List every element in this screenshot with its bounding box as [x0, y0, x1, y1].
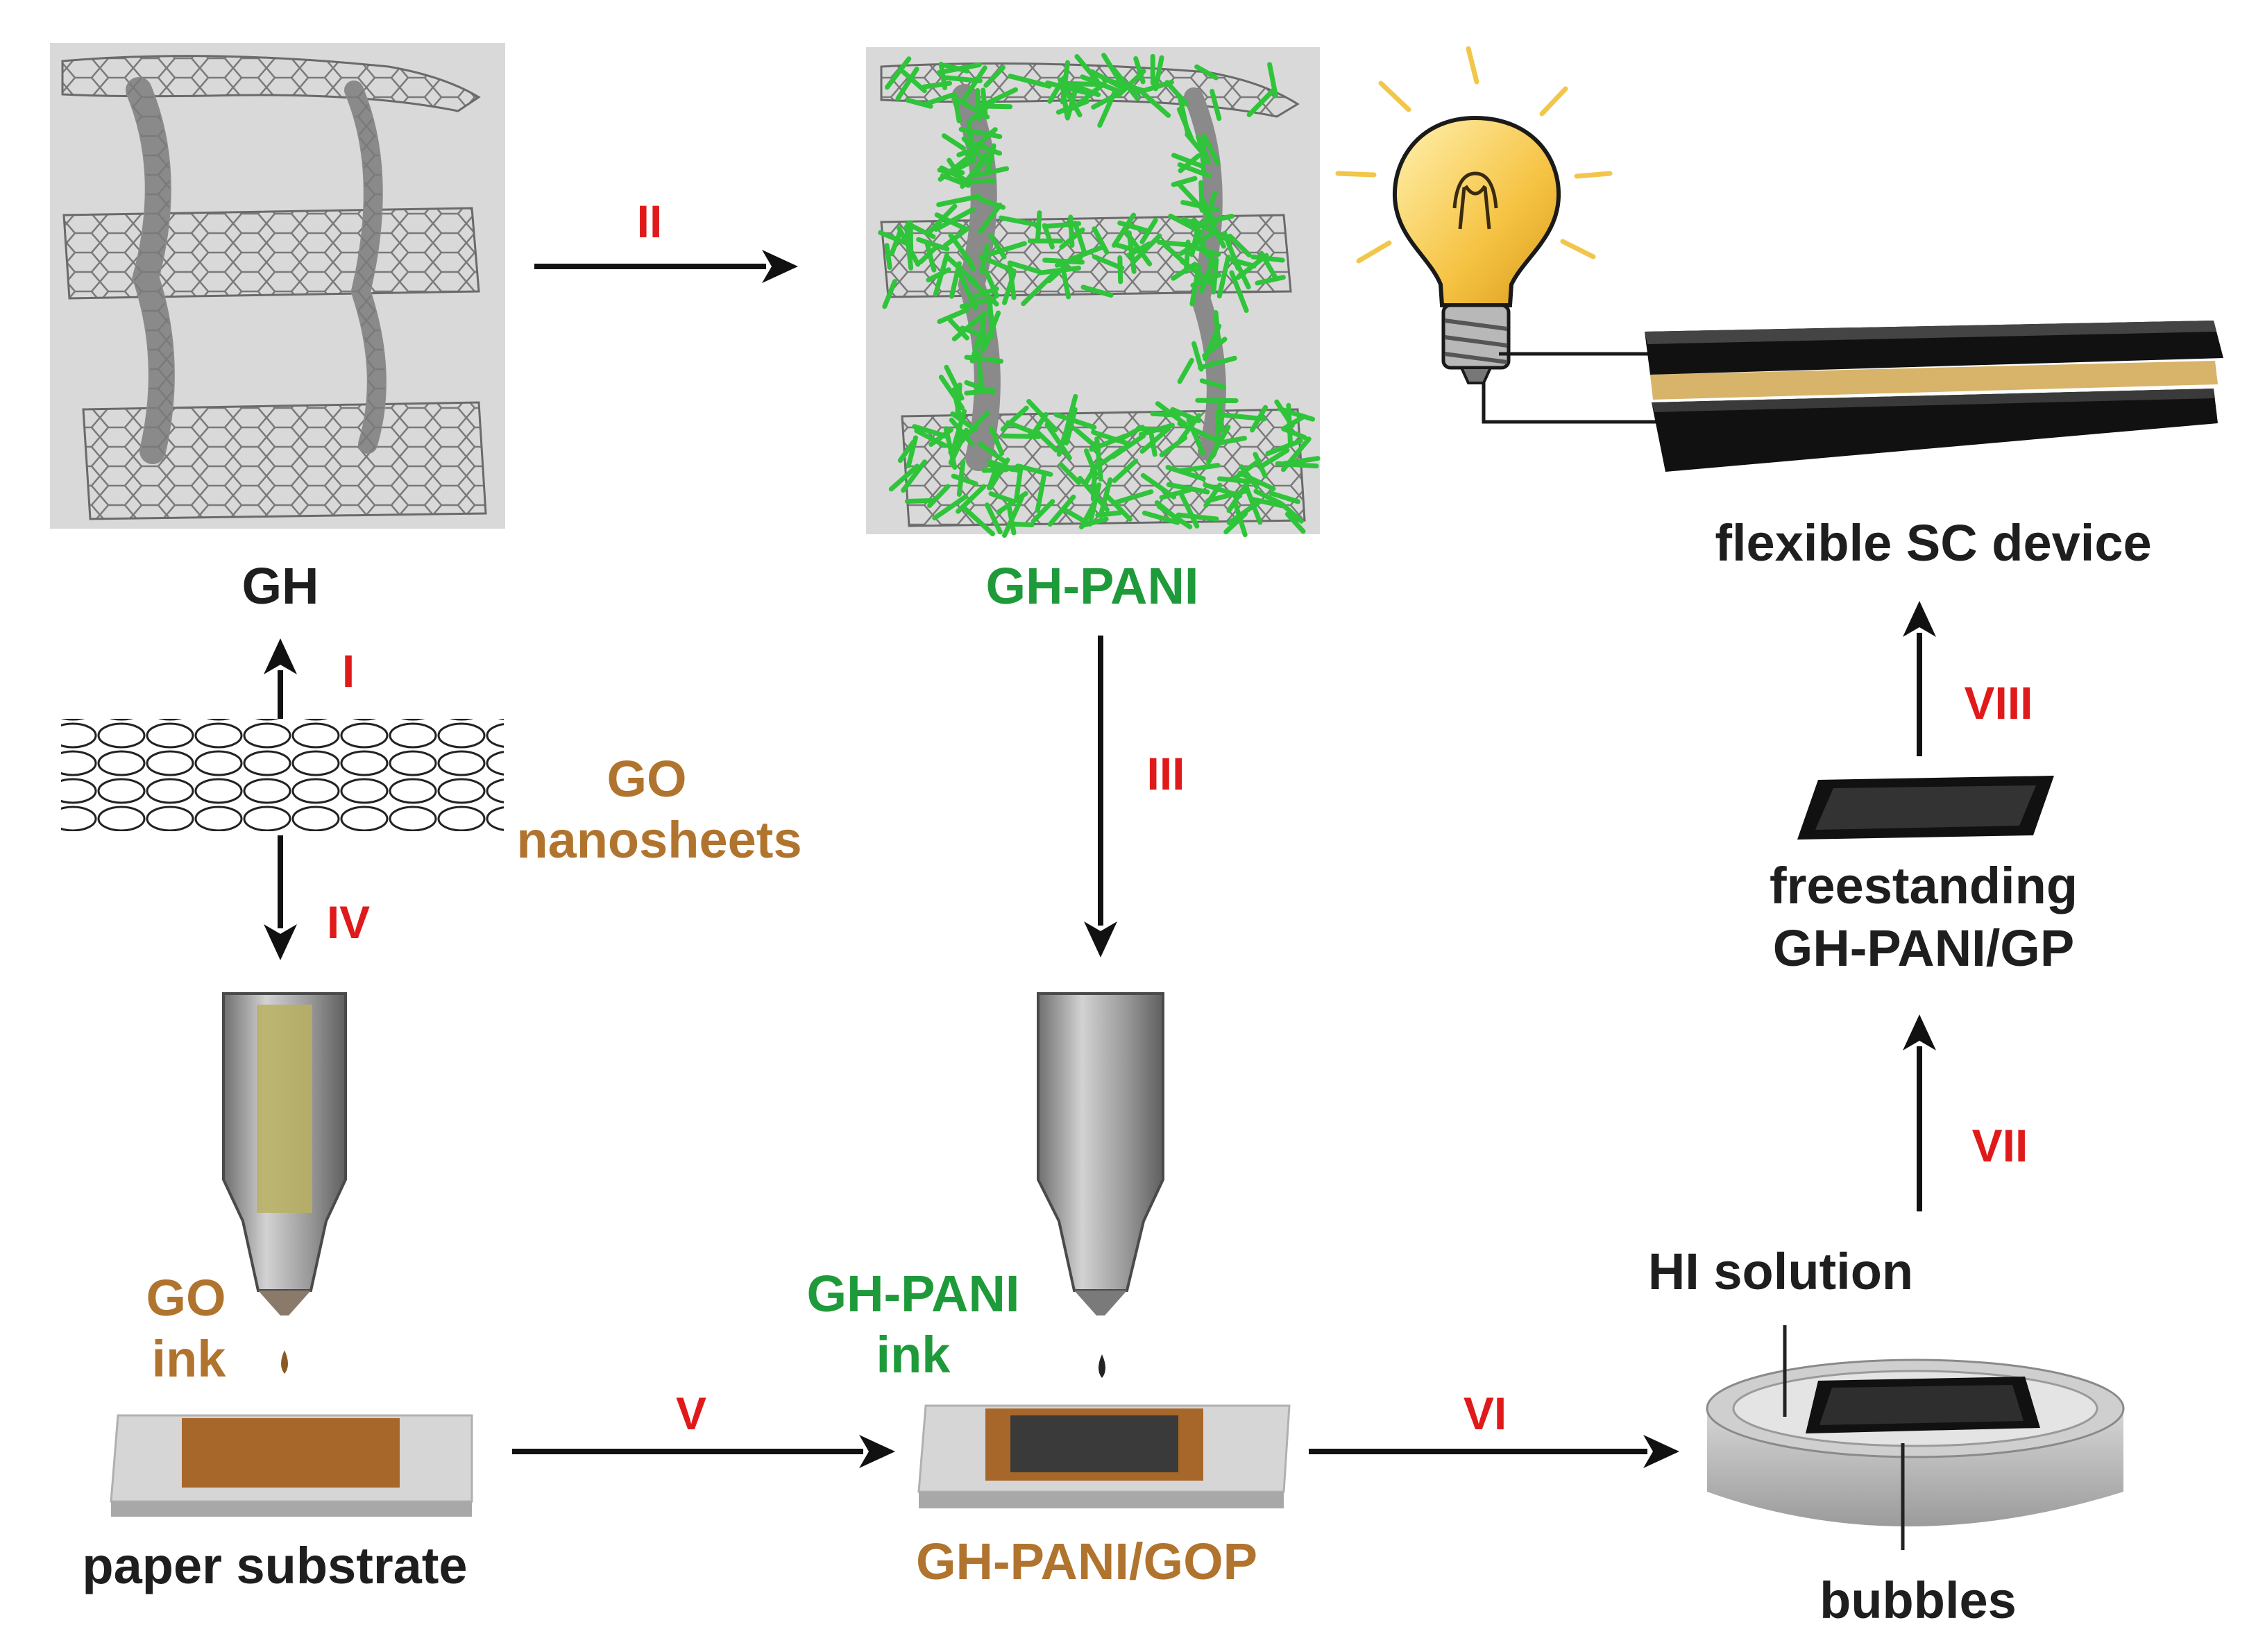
freestanding-label-line2: GH-PANI/GP	[1773, 919, 2074, 977]
bubbles-label: bubbles	[1819, 1572, 2017, 1629]
go-ink-label-line2: ink	[152, 1330, 227, 1388]
freestanding-film-image	[1797, 776, 2054, 840]
gh-pani-gop-label: GH-PANI/GOP	[916, 1533, 1257, 1590]
step-vi-label: VI	[1464, 1388, 1507, 1439]
arrow-iii	[1084, 636, 1117, 957]
step-viii-label: VIII	[1964, 677, 2033, 729]
flexible-device-label: flexible SC device	[1715, 514, 2151, 572]
gh-pani-ink-droplet	[1098, 1354, 1105, 1378]
supercapacitor-device-image	[1645, 321, 2223, 472]
gh-structure-image	[50, 43, 505, 529]
go-ink-label-line1: GO	[146, 1269, 226, 1327]
paper-substrate-image	[111, 1415, 472, 1517]
hi-solution-dish-image	[1707, 1325, 2123, 1550]
paper-substrate-label: paper substrate	[82, 1537, 467, 1594]
arrow-vi	[1309, 1435, 1679, 1468]
arrow-viii	[1903, 601, 1936, 756]
gh-pani-structure-image	[866, 47, 1320, 536]
freestanding-label-line1: freestanding	[1770, 857, 2078, 914]
hi-solution-label: HI solution	[1648, 1243, 1913, 1300]
step-v-label: V	[676, 1388, 706, 1439]
go-nanosheets-image	[61, 719, 504, 831]
go-ink-nozzle	[223, 994, 346, 1374]
gh-pani-gop-image	[919, 1406, 1289, 1508]
gh-pani-label: GH-PANI	[986, 557, 1199, 615]
arrow-i	[264, 638, 297, 719]
step-ii-label: II	[637, 196, 663, 247]
arrow-v	[512, 1435, 895, 1468]
gh-label: GH	[242, 557, 319, 615]
go-nanosheets-label-line2: nanosheets	[516, 811, 801, 869]
step-iv-label: IV	[327, 896, 370, 948]
arrow-vii	[1903, 1014, 1936, 1211]
step-vii-label: VII	[1972, 1120, 2028, 1171]
light-bulb-icon	[1338, 49, 1610, 383]
arrow-iv	[264, 835, 297, 960]
go-nanosheets-label-line1: GO	[606, 750, 686, 808]
go-ink-droplet	[281, 1350, 288, 1374]
step-iii-label: III	[1146, 748, 1185, 799]
gh-pani-ink-label-line2: ink	[876, 1326, 951, 1383]
step-i-label: I	[342, 645, 355, 697]
gh-pani-ink-label-line1: GH-PANI	[807, 1265, 1020, 1322]
arrow-ii	[534, 250, 798, 283]
gh-pani-ink-nozzle	[1038, 994, 1163, 1378]
